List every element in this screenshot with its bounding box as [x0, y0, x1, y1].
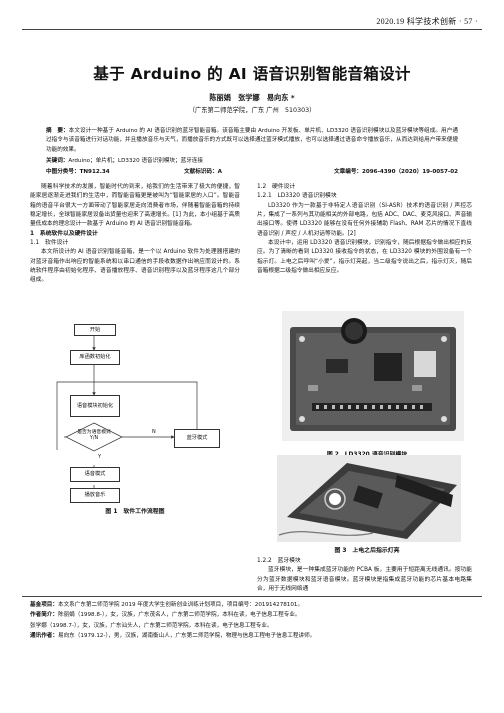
flow-decision-label: 是否为语音模式 Y/N [66, 430, 122, 442]
design-paragraph: 本设计中，运用 LD3320 语音识别模块，识别指令，随后根据指令做出相应的反应… [257, 240, 472, 275]
article-number: 文章编号：2096-4390（2020）19-0057-02 [334, 169, 458, 175]
authors: 陈丽娟 张学娜 易向东 * [209, 93, 295, 102]
software-paragraph: 本文所设计的 AI 语音识别智能音箱，是一个以 Arduino 软件为处理器搭建… [30, 249, 240, 284]
flowchart: 开始 库函数初始化 语音模块初始化 是否为语音模式 Y/N N Y 蓝牙模式 语… [52, 322, 222, 503]
flow-y-label: Y [98, 454, 102, 460]
ld3320-heading: 1.2.1 LD3320 语音识别模块 [257, 193, 337, 200]
bluetooth-paragraph: 蓝牙模块，是一种集成蓝牙功能的 PCBA 板，主要用于短距离无线通讯。按功能分为… [257, 567, 472, 593]
doc-code: 文献标识码：A [184, 169, 222, 175]
figure3-caption: 图 3 上电之后指示灯亮 [334, 548, 400, 554]
affiliation: （广东第二师范学院，广东 广州 510303） [188, 107, 316, 114]
clc-number: 中图分类号：TN912.34 [46, 169, 110, 175]
author-label: 作者简介： [30, 612, 58, 619]
corr-text: 易向东（1979.12-），男，汉族，湖南衡山人，广东第二师范学院，物理与信息工… [57, 632, 316, 639]
author1-text: 陈丽娟（1998.8-），女，汉族，广东茂名人，广东第二师范学院，本科在读，电子… [57, 612, 301, 619]
keywords-text: Arduino；单片机；LD3320 语音识别模块；蓝牙连接 [68, 158, 203, 164]
corr-label: 通讯作者： [30, 632, 58, 639]
flow-decision-text: 是否为语音模式 [77, 430, 111, 435]
figure1-caption: 图 1 软件工作流程图 [105, 509, 165, 515]
flow-bluetooth-node: 蓝牙模式 [174, 429, 220, 448]
footnote-divider [22, 596, 482, 597]
flow-voice-mode-node: 语音模式 [70, 467, 120, 482]
powered-board-drawing [277, 455, 461, 542]
paper-title: 基于 Arduino 的 AI 语音识别智能音箱设计 [93, 65, 411, 83]
left-column: 随着科学技术的发展，智能时代的到来，给我们的生活带来了极大的便捷，智能家居逐渐走… [30, 183, 240, 286]
section-heading: 1 系统软件以及硬件设计 [30, 230, 98, 237]
subsection-heading: 1.1 软件设计 [30, 240, 69, 247]
right-column: 1.2 硬件设计 1.2.1 LD3320 语音识别模块 LD3320 作为一款… [257, 183, 472, 276]
footnote: 基金项目：本文系广东第二师范学院 2019 年度大学生创新创业训练计划项目，项目… [30, 600, 480, 641]
flow-n-label: N [152, 429, 156, 435]
abstract-text: 本文设计一种基于 Arduino 的 AI 语音识别的蓝牙智能音箱。该音箱主要由… [46, 128, 458, 153]
fund-line: 基金项目：本文系广东第二师范学院 2019 年度大学生创新创业训练计划项目，项目… [30, 600, 480, 610]
flowchart-connectors [56, 334, 198, 489]
flow-init-node: 库函数初始化 [70, 350, 120, 365]
ld3320-module-image [282, 311, 464, 441]
author-line-1: 作者简介：陈丽娟（1998.8-），女，汉族，广东茂名人，广东第二师范学院，本科… [30, 610, 480, 620]
flow-decision-sub: Y/N [89, 435, 99, 441]
keywords: 关键词：Arduino；单片机；LD3320 语音识别模块；蓝牙连接 [46, 157, 458, 166]
indicator-light-image [277, 455, 461, 542]
flow-play-node: 播放音乐 [70, 488, 120, 503]
ld3320-paragraph: LD3320 作为一款基于非特定人语音识别（SI-ASR）技术的语音识别 / 声… [257, 202, 472, 237]
correspondence-line: 通讯作者：易向东（1979.12-），男，汉族，湖南衡山人，广东第二师范学院，物… [30, 631, 480, 641]
journal-header: 2020.19 科学技术创新 · 57 · [376, 17, 478, 26]
flow-voice-init-node: 语音模块初始化 [70, 395, 120, 417]
abstract: 摘 要：本文设计一种基于 Arduino 的 AI 语音识别的蓝牙智能音箱。该音… [46, 127, 458, 155]
bluetooth-section: 1.2.2 蓝牙模块 蓝牙模块，是一种集成蓝牙功能的 PCBA 板，主要用于短距… [257, 557, 472, 594]
hardware-heading: 1.2 硬件设计 [257, 184, 296, 190]
header-divider [22, 29, 482, 30]
bluetooth-heading: 1.2.2 蓝牙模块 [257, 558, 301, 564]
author-line-2: 张学娜（1998.7-），女，汉族，广东汕头人，广东第二师范学院，本科在读，电子… [30, 622, 273, 629]
fund-label: 基金项目： [30, 602, 58, 608]
abstract-label: 摘 要： [46, 128, 69, 134]
keywords-label: 关键词： [46, 158, 69, 164]
intro-paragraph: 随着科学技术的发展，智能时代的到来，给我们的生活带来了极大的便捷，智能家居逐渐走… [30, 184, 240, 228]
flow-start-node: 开始 [74, 324, 116, 336]
classification-line: 中图分类号：TN912.34 文献标识码：A 文章编号：2096-4390（20… [46, 167, 458, 175]
ld3320-board-drawing [282, 311, 464, 441]
fund-text: 本文系广东第二师范学院 2019 年度大学生创新创业训练计划项目，项目编号：20… [57, 602, 304, 608]
